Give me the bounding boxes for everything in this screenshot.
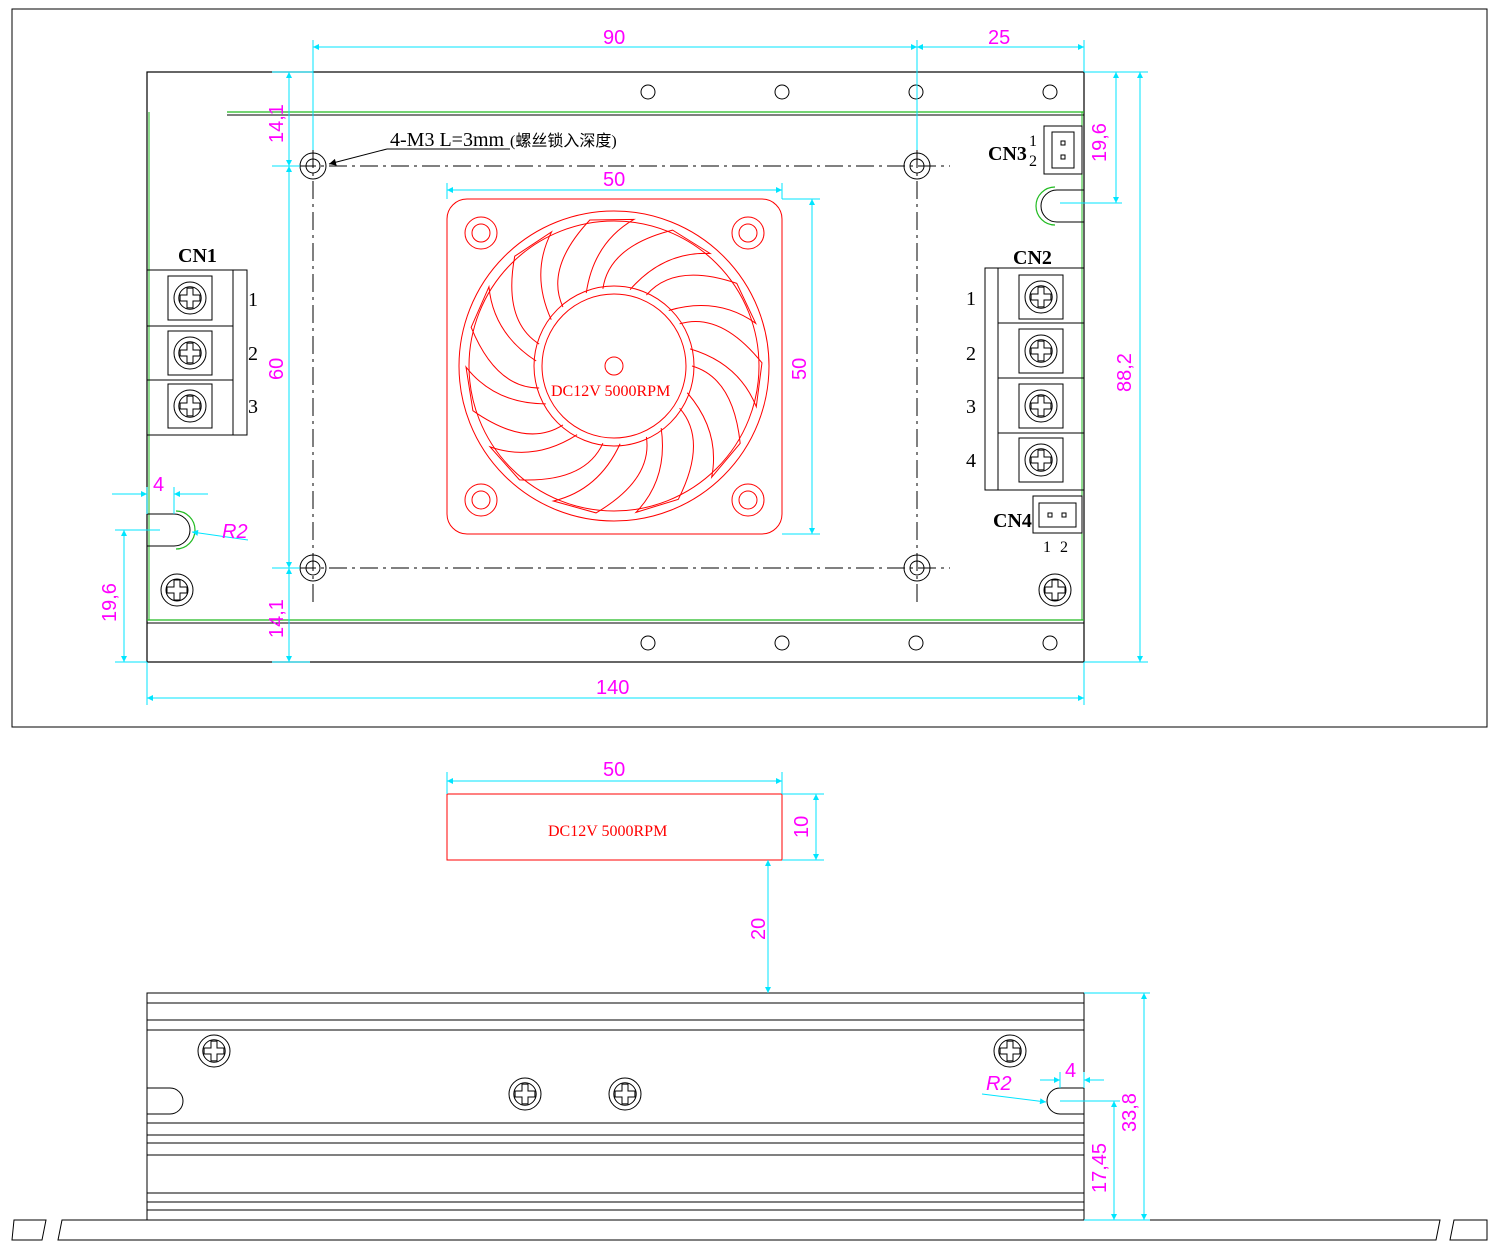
cn2-pin-2: 2 (966, 343, 976, 365)
fan-label-top: DC12V 5000RPM (551, 383, 670, 400)
dim-side-slot-height: 17,45 (1089, 1143, 1111, 1193)
fan-blade (646, 274, 757, 325)
dim-edge-top: 14,1 (266, 104, 288, 143)
cn1-screw-3 (167, 383, 213, 429)
fan-label-side: DC12V 5000RPM (548, 823, 667, 840)
side-screw-icon-4 (993, 1034, 1027, 1068)
screw-icon-left (160, 573, 194, 607)
cn4-connector: CN4 1 2 (993, 495, 1083, 556)
cn1-screw-2 (167, 330, 213, 376)
screw-icon-right (1038, 573, 1072, 607)
dim-total-height: 88,2 (1114, 353, 1136, 392)
cn2-screw-2-screw-icon (1024, 334, 1058, 368)
cn1-screw-2-screw-icon (173, 336, 207, 370)
fan-blade (634, 407, 694, 514)
side-view: DC12V 5000RPM (11, 759, 1488, 1241)
cn1-pin-2: 2 (248, 343, 258, 365)
left-slot-green (175, 510, 196, 550)
cn2-screw-4-screw-icon (1024, 443, 1058, 477)
cn1-label: CN1 (178, 245, 217, 267)
side-dimensions (446, 772, 1150, 1221)
cn2-terminal: CN2 1 2 3 4 (966, 247, 1085, 491)
cn1-terminal: CN1 1 2 3 (146, 245, 258, 436)
side-screw-icon-1 (197, 1034, 231, 1068)
dim-right-slot: 19,6 (1089, 123, 1111, 162)
right-slot (1040, 189, 1084, 223)
cn2-screw-1-screw-icon (1024, 280, 1058, 314)
dim-side-total-height: 33,8 (1119, 1093, 1141, 1132)
dim-side-fan-width: 50 (603, 759, 625, 781)
cn1-screw-1-screw-icon (173, 281, 207, 315)
cn2-screw-3 (1018, 383, 1064, 429)
fan-blade (551, 436, 648, 514)
cn1-screw-3-screw-icon (173, 389, 207, 423)
dim-hole-spacing-y: 60 (266, 358, 288, 380)
right-slot-green (1035, 186, 1056, 226)
cn2-screw-1 (1018, 274, 1064, 320)
cn4-pin-1: 1 (1043, 539, 1051, 556)
dim-side-slot-radius: R2 (986, 1073, 1012, 1095)
dim-side-fan-gap: 20 (748, 918, 770, 940)
dim-fan-height: 50 (789, 358, 811, 380)
cn3-connector: CN3 1 2 (988, 125, 1083, 175)
cn4-pin-2: 2 (1060, 539, 1068, 556)
mounting-holes (299, 152, 931, 582)
top-view-frame (11, 8, 1488, 728)
side-screw-icon-3 (608, 1077, 642, 1111)
base-plate (11, 1219, 1488, 1241)
cn1-screw-1 (167, 275, 213, 321)
cn2-screw-3-screw-icon (1024, 389, 1058, 423)
fan-blade (465, 365, 564, 435)
mount-note: 4-M3 L=3mm (螺丝锁入深度) (328, 129, 617, 166)
dim-slot-width: 4 (153, 474, 164, 496)
cn2-label: CN2 (1013, 247, 1052, 269)
fan-blade (511, 230, 553, 345)
cn3-pin-1: 1 (1029, 133, 1037, 150)
dim-left-slot: 19,6 (99, 583, 121, 622)
rivet-holes (640, 84, 1058, 651)
fan-blade (470, 284, 540, 389)
cn3-label: CN3 (988, 143, 1027, 165)
side-screw-icon-2 (508, 1077, 542, 1111)
cn2-pin-1: 1 (966, 288, 976, 310)
cn1-pin-1: 1 (248, 289, 258, 311)
fan-blade (488, 434, 604, 481)
fan-blade (602, 229, 713, 290)
top-dimension-texts: 90 25 50 50 14,1 60 14,1 19,6 88,2 4 R2 … (99, 27, 1136, 699)
dim-total-width: 140 (596, 677, 629, 699)
dim-side-slot-width: 4 (1065, 1060, 1076, 1082)
fan-side (446, 793, 783, 861)
dim-right-offset: 25 (988, 27, 1010, 49)
dim-side-fan-thickness: 10 (791, 816, 813, 838)
fan-blade (557, 218, 636, 308)
left-slot (147, 513, 191, 547)
top-dimensions (112, 40, 1148, 705)
fan-blade (679, 320, 763, 409)
fan-blade (686, 365, 741, 479)
cn2-pin-3: 3 (966, 396, 976, 418)
cn4-label: CN4 (993, 510, 1032, 532)
cn1-pin-3: 3 (248, 396, 258, 418)
top-view: 4-M3 L=3mm (螺丝锁入深度) CN1 1 2 (11, 8, 1488, 728)
mount-note-sub: (螺丝锁入深度) (510, 132, 617, 150)
cn3-pin-2: 2 (1029, 153, 1037, 170)
mount-note-main: 4-M3 L=3mm (390, 129, 504, 151)
fan-top-view (446, 198, 783, 535)
dim-hole-spacing-x: 90 (603, 27, 625, 49)
side-dimension-texts: 50 10 20 4 R2 33,8 17,45 (603, 759, 1141, 1193)
mounting-centerlines (298, 150, 950, 605)
cn2-screw-4 (1018, 437, 1064, 483)
dim-edge-bottom: 14,1 (266, 599, 288, 638)
cn2-screw-2 (1018, 328, 1064, 374)
dim-slot-radius: R2 (222, 521, 248, 543)
cn2-pin-4: 4 (966, 450, 976, 472)
dim-fan-width-top: 50 (603, 169, 625, 191)
